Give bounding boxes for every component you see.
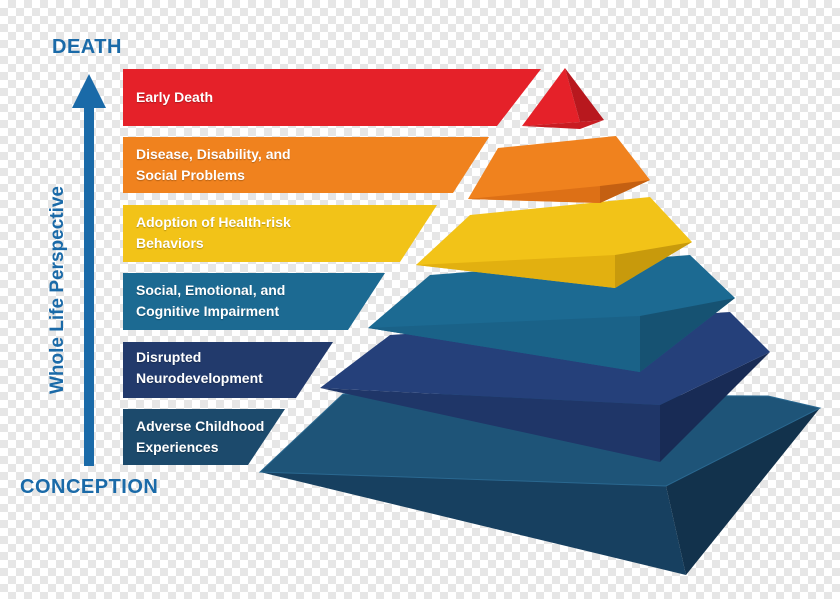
death-label: DEATH	[52, 36, 122, 58]
arrow-up-icon	[72, 74, 106, 466]
conception-label: CONCEPTION	[20, 476, 159, 498]
banner-health-risk	[123, 205, 437, 262]
banner-neurodevelopment	[123, 342, 333, 398]
pyramid-tier-early-death	[522, 68, 604, 129]
pyramid-tier-social-emotional	[368, 255, 735, 372]
level-label-social-emotional: Social, Emotional, and Cognitive Impairm…	[136, 282, 286, 319]
level-label-early-death: Early Death	[136, 89, 214, 105]
level-label-health-risk: Adoption of Health-risk Behaviors	[136, 214, 291, 251]
pyramid-tier-health-risk	[416, 197, 692, 288]
banner-social-emotional	[123, 273, 385, 330]
level-label-adverse-childhood: Adverse Childhood Experiences	[136, 418, 265, 455]
banner-disease	[123, 137, 489, 193]
banner-early-death	[123, 69, 541, 126]
level-label-disease: Disease, Disability, and Social Problems	[136, 146, 291, 183]
level-label-neurodevelopment: Disrupted Neurodevelopment	[136, 349, 263, 386]
pyramid	[258, 68, 822, 575]
pyramid-tier-disease	[468, 136, 650, 203]
level-banners	[123, 69, 541, 465]
banner-adverse-childhood	[123, 409, 285, 465]
